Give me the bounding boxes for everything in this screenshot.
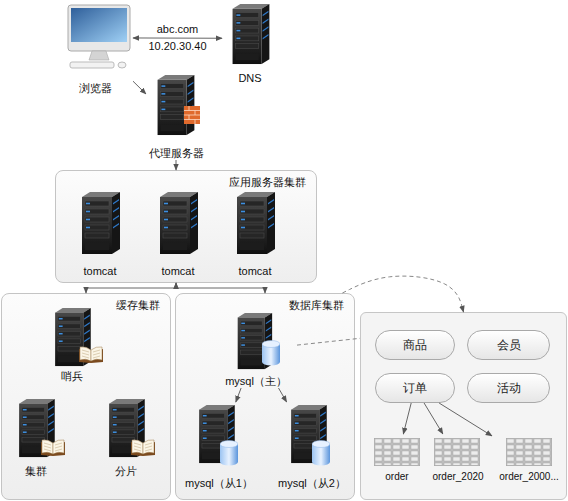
arrow-connector <box>86 283 176 293</box>
table-node: order <box>372 434 422 484</box>
server-icon <box>82 192 120 254</box>
browser-node: 浏览器 <box>58 3 133 95</box>
screen <box>71 8 127 42</box>
server-icon <box>55 308 91 366</box>
node-label: mysql（从2） <box>278 476 346 490</box>
server-icon <box>238 313 272 369</box>
node-label: 商品 <box>403 338 427 352</box>
module-pill: 活动 <box>467 373 550 403</box>
module-pill: 会员 <box>467 330 550 360</box>
arrow-connector <box>176 160 177 170</box>
module-pill: 订单 <box>375 373 455 403</box>
server-icon <box>160 192 198 254</box>
keyboard <box>70 62 114 68</box>
edge-label: abc.com 10.20.30.40 <box>143 21 213 55</box>
node-label: 活动 <box>497 381 521 395</box>
arrow-connector <box>176 283 265 293</box>
table-icon <box>506 438 552 466</box>
arrow-connector <box>424 403 443 434</box>
database-icon <box>220 441 238 466</box>
arrow-connector <box>133 81 146 94</box>
node-label: 分片 <box>115 464 137 478</box>
node-label: 哨兵 <box>61 369 83 383</box>
arrow-connector <box>279 388 287 402</box>
server-node: 哨兵 <box>42 305 102 383</box>
server-icon <box>291 405 327 463</box>
server-icon <box>199 405 235 463</box>
node-label: 会员 <box>497 338 521 352</box>
node-label: tomcat <box>161 264 194 278</box>
monitor <box>68 5 130 51</box>
node-label: mysql（主） <box>225 374 287 388</box>
node-label: tomcat <box>238 264 271 278</box>
firewall-icon <box>184 106 200 124</box>
proxy-node: 代理服务器 <box>146 72 206 160</box>
mouse <box>118 62 126 68</box>
node-label: tomcat <box>83 264 116 278</box>
server-node: DNS <box>222 3 278 85</box>
node-label: 订单 <box>403 381 427 395</box>
server-icon <box>158 75 195 135</box>
server-icon <box>237 192 275 254</box>
cluster-box: 数据库集群 mysql（主） mysql（从1） mysql（从2） <box>175 293 355 500</box>
dashed-connector <box>342 276 463 312</box>
node-label: order <box>385 470 408 484</box>
node-label: 应用服务器集群 <box>229 175 306 189</box>
table-node: order_2020 <box>426 434 490 484</box>
computer-icon <box>68 5 130 68</box>
node-label: 集群 <box>25 464 47 478</box>
database-node: mysql（从2） <box>270 402 354 490</box>
arrow-connector <box>439 403 492 436</box>
node-label: mysql（从1） <box>185 476 253 490</box>
server-node: tomcat <box>68 188 132 278</box>
cluster-box: 缓存集群哨兵集群 分片 <box>1 293 171 500</box>
node-label: order_2000... <box>499 470 559 484</box>
server-icon <box>19 399 55 457</box>
server-node: tomcat <box>146 188 210 278</box>
arrow-connector <box>133 37 222 38</box>
node-label: 浏览器 <box>79 81 112 95</box>
server-node: 分片 <box>98 398 154 478</box>
book-icon <box>131 440 155 456</box>
arrow-connector <box>236 388 241 402</box>
book-icon <box>79 347 103 363</box>
server-icon <box>233 4 270 64</box>
node-label: order_2020 <box>432 470 483 484</box>
module-pill: 商品 <box>375 330 455 360</box>
dashed-connector <box>297 338 360 345</box>
book-icon <box>41 440 65 456</box>
server-node: tomcat <box>223 188 287 278</box>
cluster-box: 应用服务器集群 tomcat tomcat tomcat <box>55 170 317 283</box>
module-panel: 商品 会员订单 活动 order order_2020 order_2000... <box>360 312 567 500</box>
database-node: mysql（从1） <box>177 402 261 490</box>
table-icon <box>434 438 480 466</box>
node-label: 数据库集群 <box>289 298 344 312</box>
arrow-connector <box>403 403 411 434</box>
server-node: 集群 <box>8 398 64 478</box>
database-icon <box>312 441 330 466</box>
server-icon <box>109 399 145 457</box>
node-label: DNS <box>238 71 261 85</box>
table-node: order_2000... <box>492 434 566 484</box>
node-label: 缓存集群 <box>116 298 160 312</box>
monitor-stand <box>89 51 109 60</box>
table-icon <box>374 438 420 466</box>
node-label: 代理服务器 <box>149 146 204 160</box>
database-node: mysql（主） <box>215 310 297 388</box>
database-icon <box>262 341 280 366</box>
